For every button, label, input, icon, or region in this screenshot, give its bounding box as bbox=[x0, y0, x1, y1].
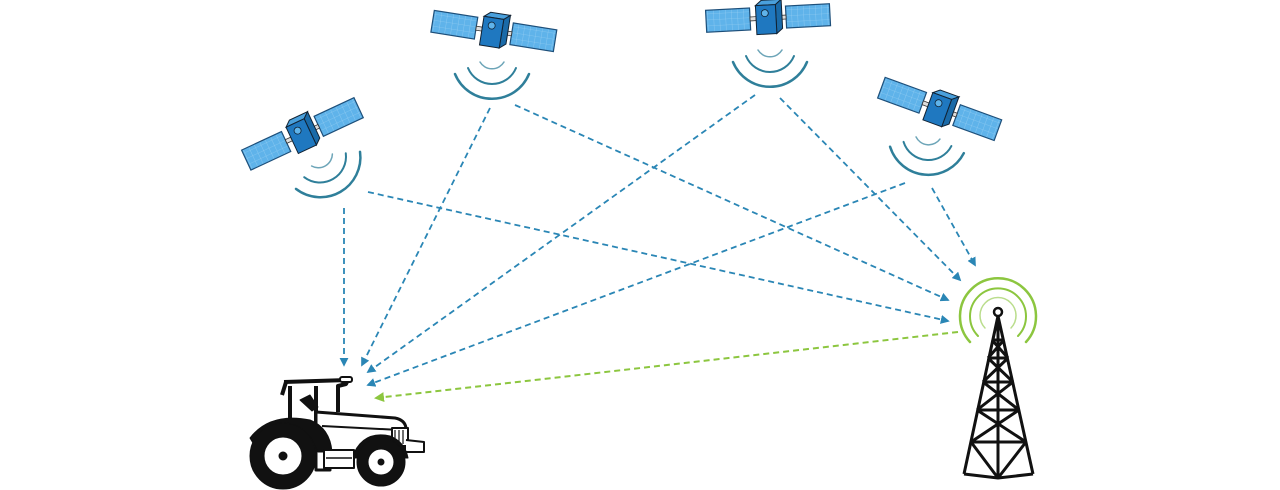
satellite-4 bbox=[875, 70, 1005, 180]
link-sat4-tower bbox=[931, 187, 976, 267]
signal-arcs-icon bbox=[886, 133, 967, 180]
signal-arcs-icon bbox=[453, 60, 531, 101]
satellite-links bbox=[339, 94, 976, 387]
radio-tower-icon bbox=[962, 306, 1035, 480]
link-sat2-tractor bbox=[361, 107, 491, 367]
satellite-icon bbox=[429, 2, 559, 58]
satellite-icon bbox=[875, 70, 1005, 146]
satellite-2 bbox=[429, 2, 559, 101]
satellite-1 bbox=[238, 90, 374, 212]
tractor-icon bbox=[249, 376, 425, 490]
link-sat4-tractor bbox=[366, 182, 906, 387]
tower-signal-arcs-icon bbox=[958, 277, 1038, 344]
link-sat3-tractor bbox=[366, 94, 756, 374]
satellite-icon bbox=[704, 0, 832, 38]
satellite-3 bbox=[704, 0, 832, 89]
signal-arcs-icon bbox=[731, 48, 809, 89]
link-sat1-tower bbox=[367, 191, 950, 324]
base-station-tower bbox=[958, 277, 1038, 480]
link-tower-tractor bbox=[374, 331, 959, 403]
link-sat2-tower bbox=[514, 104, 950, 302]
link-sat3-tower bbox=[779, 97, 962, 282]
